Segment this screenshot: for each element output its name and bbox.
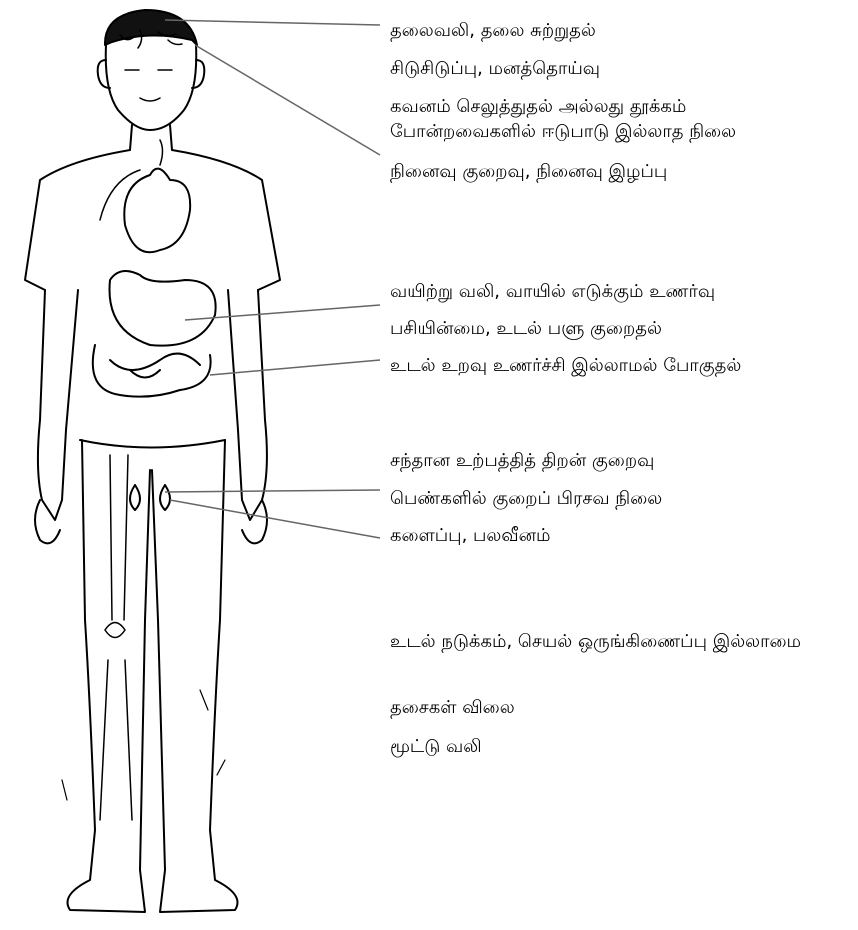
pointer-stomach xyxy=(185,305,380,320)
right-hand xyxy=(242,500,267,543)
neck xyxy=(130,125,172,150)
label-headache: தலைவலி, தலை சுற்றுதல் xyxy=(390,20,596,42)
pointer-repro-1 xyxy=(165,490,380,492)
label-libido: உடல் உறவு உணர்ச்சி இல்லாமல் போகுதல் xyxy=(390,355,741,377)
stomach-organ xyxy=(110,271,216,346)
hair xyxy=(105,10,197,45)
label-premature: பெண்களில் குறைப் பிரசவ நிலை xyxy=(390,488,662,510)
label-concentration-2: போன்றவைகளில் ஈடுபாடு இல்லாத நிலை xyxy=(390,121,736,143)
label-abdominal: வயிற்று வலி, வாயில் எடுக்கும் உணர்வு xyxy=(390,281,715,303)
pointer-head xyxy=(165,20,380,25)
left-hand xyxy=(35,500,60,543)
label-fatigue: களைப்பு, பலவீனம் xyxy=(390,525,551,547)
label-muscle: தசைகள் விலை xyxy=(390,697,515,719)
pointer-intestine xyxy=(210,360,380,375)
right-arm xyxy=(228,290,267,520)
label-fertility: சந்தான உற்பத்தித் திறன் குறைவு xyxy=(390,450,654,472)
left-leg xyxy=(68,440,151,912)
pointer-repro-2 xyxy=(170,500,380,538)
label-concentration-1: கவனம் செலுத்துதல் அல்லது தூக்கம் xyxy=(390,96,686,118)
heart-organ xyxy=(124,169,190,253)
label-irritability: சிடுசிடுப்பு, மனத்தொய்வு xyxy=(390,58,600,80)
pointer-brain xyxy=(195,45,380,155)
knee-joint xyxy=(100,623,132,821)
femur-bone xyxy=(110,455,128,620)
left-arm xyxy=(38,290,78,520)
label-joint: மூட்டு வலி xyxy=(390,736,482,758)
label-appetite: பசியின்மை, உடல் பளு குறைதல் xyxy=(390,318,662,340)
label-tremor: உடல் நடுக்கம், செயல் ஒருங்கிணைப்பு இல்லா… xyxy=(390,631,810,653)
head-outline xyxy=(106,45,197,130)
intestines-organ xyxy=(93,345,211,397)
label-memory: நினைவு குறைவு, நினைவு இழப்பு xyxy=(390,161,667,183)
